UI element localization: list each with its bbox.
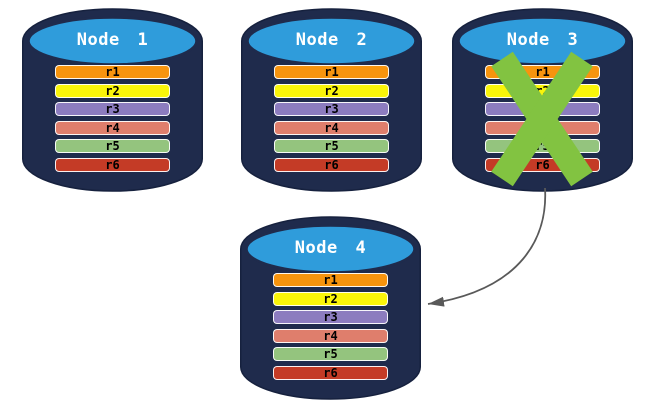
row-label: r5 xyxy=(324,139,339,153)
cylinder-top xyxy=(457,16,628,66)
row-r4: r4 xyxy=(273,328,388,343)
node-title: Node 4 xyxy=(294,238,367,258)
node-2: Node 2 r1 r2 r3 r4 r5 r6 xyxy=(241,8,422,192)
row-r6: r6 xyxy=(55,157,170,172)
row-label: r1 xyxy=(535,65,550,79)
row-r4: r4 xyxy=(55,120,170,135)
row-r3: r3 xyxy=(273,310,388,324)
row-r6: r6 xyxy=(273,365,388,380)
row-r5: r5 xyxy=(273,347,388,361)
row-r1: r1 xyxy=(274,65,389,79)
row-label: r3 xyxy=(324,102,339,116)
row-label: r5 xyxy=(323,347,338,361)
row-r6: r6 xyxy=(274,157,389,172)
row-r4: r4 xyxy=(274,120,389,135)
row-label: r2 xyxy=(323,291,338,306)
x-stroke xyxy=(491,51,593,187)
row-label: r3 xyxy=(323,310,338,324)
failure-x-icon xyxy=(491,51,593,187)
node-3: Node 3 r1 r2 r3 r4 r5 r6 xyxy=(452,8,633,192)
row-r5: r5 xyxy=(274,139,389,153)
row-r3: r3 xyxy=(274,102,389,116)
migration-arrow xyxy=(427,187,547,307)
row-label: r6 xyxy=(535,157,550,172)
row-label: r2 xyxy=(105,83,120,98)
row-label: r3 xyxy=(105,102,120,116)
row-label: r6 xyxy=(105,157,120,172)
node-4: Node 4 r1 r2 r3 r4 r5 r6 xyxy=(240,216,421,400)
row-r1: r1 xyxy=(273,273,388,287)
row-r3: r3 xyxy=(55,102,170,116)
row-label: r5 xyxy=(105,139,120,153)
row-label: r4 xyxy=(324,120,339,135)
row-r2: r2 xyxy=(273,291,388,306)
row-label: r4 xyxy=(105,120,120,135)
row-list: r1 r2 r3 r4 r5 r6 xyxy=(274,65,389,172)
row-list: r1 r2 r3 r4 r5 r6 xyxy=(273,273,388,380)
node-title: Node 3 xyxy=(506,30,579,50)
row-r2: r2 xyxy=(274,83,389,98)
node-1: Node 1 r1 r2 r3 r4 r5 r6 xyxy=(22,8,203,192)
node-title: Node 1 xyxy=(76,30,149,50)
cylinder-top xyxy=(246,16,417,66)
row-label: r1 xyxy=(323,273,338,287)
row-r5: r5 xyxy=(55,139,170,153)
row-label: r1 xyxy=(105,65,120,79)
row-label: r4 xyxy=(323,328,338,343)
row-list: r1 r2 r3 r4 r5 r6 xyxy=(55,65,170,172)
row-label: r6 xyxy=(323,365,338,380)
arrow-curve xyxy=(427,187,547,307)
row-label: r6 xyxy=(324,157,339,172)
cylinder-top xyxy=(27,16,198,66)
row-label: r1 xyxy=(324,65,339,79)
row-r2: r2 xyxy=(55,83,170,98)
cylinder-top xyxy=(245,224,416,274)
row-label: r2 xyxy=(324,83,339,98)
node-title: Node 2 xyxy=(295,30,368,50)
row-r1: r1 xyxy=(55,65,170,79)
